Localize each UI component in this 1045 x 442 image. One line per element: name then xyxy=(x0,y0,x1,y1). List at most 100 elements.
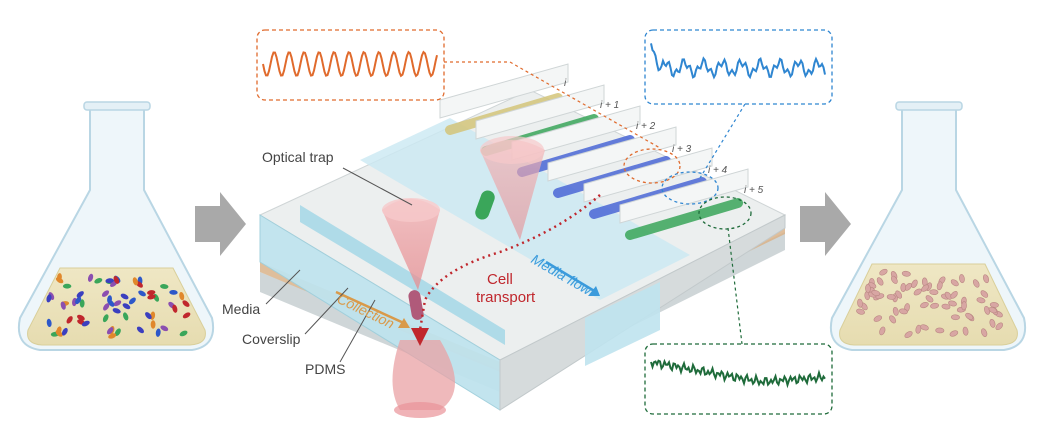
collected-cell xyxy=(950,314,960,321)
culture-cell xyxy=(46,294,52,303)
culture-cell xyxy=(61,327,68,336)
blue-trace-box xyxy=(644,29,833,105)
channel-ridge xyxy=(583,147,713,203)
orange-highlight xyxy=(623,148,681,184)
channel-index-0: i xyxy=(564,78,567,89)
collected-cell xyxy=(890,275,898,284)
channel-index-1: i + 1 xyxy=(600,100,619,111)
culture-cell xyxy=(102,314,109,323)
green-trace-box xyxy=(644,343,833,415)
green-highlight xyxy=(698,196,752,230)
collected-cell xyxy=(950,279,959,287)
culture-cell xyxy=(79,299,85,308)
green-cell-free xyxy=(475,190,495,220)
media-flow-arrow xyxy=(545,260,597,294)
culture-cell xyxy=(101,290,110,297)
collected-cell xyxy=(915,324,922,334)
collected-cell xyxy=(895,290,903,299)
collected-cell xyxy=(911,279,918,288)
collected-cell xyxy=(930,302,940,309)
left-flask xyxy=(18,101,214,351)
collected-cell xyxy=(962,326,969,336)
collected-cell xyxy=(879,268,888,276)
culture-cell xyxy=(62,283,72,289)
label-cell: Cell xyxy=(487,271,513,288)
collected-cell xyxy=(950,291,958,299)
collected-cell xyxy=(941,303,951,310)
culture-cell xyxy=(107,295,112,304)
culture-cell xyxy=(105,278,114,284)
leader-media xyxy=(265,269,301,305)
collected-cell xyxy=(892,306,899,316)
leader-pdms xyxy=(339,299,376,363)
blue-connector xyxy=(699,103,746,179)
culture-cell xyxy=(182,300,190,307)
culture-cell xyxy=(169,289,178,295)
culture-cell xyxy=(145,312,152,320)
culture-cell xyxy=(55,277,64,284)
arrow-right-left xyxy=(195,192,246,256)
culture-cell xyxy=(60,301,66,310)
culture-cell xyxy=(113,276,120,284)
collected-cell xyxy=(995,322,1004,331)
culture-cell xyxy=(128,297,136,305)
leader-coverslip xyxy=(304,287,349,335)
blue-highlight xyxy=(661,171,719,205)
culture-cell xyxy=(103,303,110,311)
collected-cell xyxy=(983,274,990,284)
culture-cell xyxy=(136,326,144,334)
collected-cell xyxy=(871,289,881,297)
cell-transport-path xyxy=(418,194,601,331)
culture-cell xyxy=(46,318,52,328)
channel-index-4: i + 4 xyxy=(708,165,728,176)
culture-cell xyxy=(132,277,138,286)
left-flask-cells xyxy=(46,273,191,339)
culture-cell xyxy=(160,284,169,289)
collected-cell xyxy=(949,330,959,337)
culture-cell xyxy=(147,290,156,295)
channel-cells xyxy=(625,198,743,240)
culture-cell xyxy=(179,330,188,337)
culture-cell xyxy=(155,328,161,337)
right-flask-cells xyxy=(856,268,1004,338)
collected-cell xyxy=(959,274,965,284)
culture-cell xyxy=(172,304,178,313)
trapped-cell-lower xyxy=(408,290,424,320)
culture-cell xyxy=(112,308,121,314)
collected-cell xyxy=(936,281,943,291)
collected-cell xyxy=(988,306,998,314)
media-flow-arrowhead xyxy=(588,286,600,296)
collected-cell xyxy=(886,294,896,300)
culture-cell xyxy=(87,273,94,282)
culture-cell xyxy=(120,293,129,300)
label-pdms: PDMS xyxy=(305,361,345,377)
collected-cell xyxy=(856,308,865,315)
culture-cell xyxy=(138,290,146,297)
culture-cell xyxy=(94,278,103,284)
culture-cell xyxy=(66,316,73,324)
collected-cell xyxy=(900,283,907,293)
culture-cell xyxy=(122,303,131,310)
culture-cell xyxy=(75,296,82,305)
growth-channels xyxy=(439,63,749,240)
collected-cell xyxy=(901,270,911,277)
orange-connector xyxy=(444,61,661,149)
culture-cell xyxy=(160,325,169,332)
culture-cell xyxy=(76,291,84,298)
collection-arrowhead xyxy=(398,318,410,328)
collected-cell xyxy=(981,328,988,337)
channel-index-5: i + 5 xyxy=(744,185,764,196)
culture-cell xyxy=(182,312,191,319)
label-optical-trap: Optical trap xyxy=(262,149,334,165)
collected-cell xyxy=(873,315,883,322)
collected-cell xyxy=(972,279,980,288)
collected-cell xyxy=(935,327,945,334)
culture-cell xyxy=(114,328,121,336)
leader-optical-trap xyxy=(342,167,413,206)
culture-cell xyxy=(77,314,85,321)
channel-ridge xyxy=(475,84,605,140)
culture-cell xyxy=(150,320,156,329)
collected-cell xyxy=(876,277,884,286)
green-connector xyxy=(727,227,743,345)
